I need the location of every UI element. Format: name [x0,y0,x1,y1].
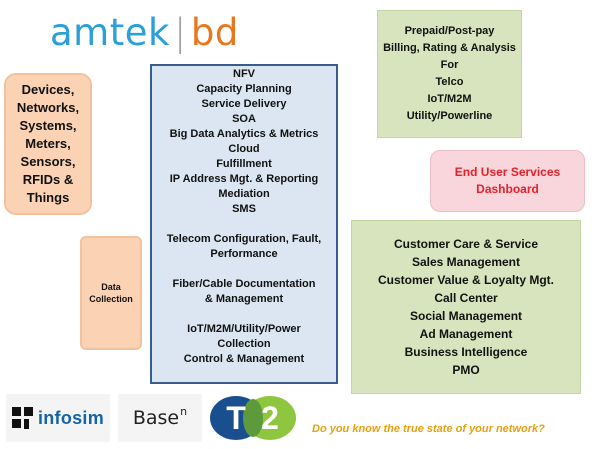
service-item: Telecom Configuration, Fault, [166,233,322,245]
devices-line: Sensors, [20,154,76,169]
customer-care-box: Customer Care & Service Sales Management… [351,220,581,394]
care-line: Business Intelligence [404,345,528,359]
end-user-line: End User Services [454,165,561,179]
care-line: Call Center [434,291,498,305]
service-item: Performance [210,248,278,260]
svg-text:T: T [226,400,246,436]
care-line: Social Management [409,309,523,323]
care-line: Sales Management [411,255,521,269]
service-item: SOA [232,113,256,125]
logo-bd-text: bd [190,10,239,54]
services-box: NFV Capacity Planning Service Delivery S… [150,64,338,384]
devices-line: Devices, [21,82,75,97]
devices-line: Things [26,190,70,205]
billing-line: Prepaid/Post-pay [404,25,495,37]
devices-line: RFIDs & [22,172,74,187]
infosim-logo: infosim [6,394,110,442]
service-item: NFV [233,68,255,80]
service-item: Fiber/Cable Documentation [172,278,316,290]
billing-line: For [440,59,459,71]
billing-line: Telco [435,76,464,88]
basen-text: Base [132,407,180,429]
logo-separator: | [173,10,187,54]
care-line: Ad Management [419,327,513,341]
devices-box: Devices, Networks, Systems, Meters, Sens… [4,73,92,215]
data-collection-line: Collection [89,294,133,304]
service-item: IP Address Mgt. & Reporting [169,173,319,185]
service-item: Fulfillment [216,158,272,170]
care-line: PMO [452,363,480,377]
service-item: IoT/M2M/Utility/Power [187,323,301,335]
care-line: Customer Value & Loyalty Mgt. [377,273,555,287]
billing-box: Prepaid/Post-pay Billing, Rating & Analy… [377,10,522,138]
service-item: & Management [204,293,284,305]
service-item: SMS [232,203,256,215]
service-item: Big Data Analytics & Metrics [169,128,319,140]
service-item: Mediation [218,188,270,200]
tagline: Do you know the true state of your netwo… [312,423,545,435]
infosim-mark-icon [11,407,34,429]
data-collection-line: Data [101,282,121,292]
billing-line: IoT/M2M [427,93,472,105]
logo-amtek-text: amtek [50,10,170,54]
service-item: Collection [217,338,271,350]
t2-logo-icon: T 2 [210,396,296,440]
infosim-text: infosim [37,407,105,428]
billing-line: Utility/Powerline [406,110,493,122]
basen-superscript: n [180,404,188,418]
service-item: Cloud [228,143,260,155]
end-user-line: Dashboard [476,182,539,196]
service-item: Control & Management [183,353,305,365]
svg-text:2: 2 [261,400,279,436]
data-collection-box: Data Collection [80,236,142,350]
devices-line: Meters, [25,136,71,151]
end-user-dashboard-box: End User Services Dashboard [430,150,585,212]
t2-logo: T 2 [206,394,302,442]
billing-line: Billing, Rating & Analysis [383,42,516,54]
care-line: Customer Care & Service [393,237,539,251]
amtek-bd-logo: amtek|bd [50,8,239,56]
devices-line: Networks, [16,100,80,115]
service-item: Capacity Planning [196,83,292,95]
devices-line: Systems, [19,118,77,133]
service-item: Service Delivery [201,98,287,110]
